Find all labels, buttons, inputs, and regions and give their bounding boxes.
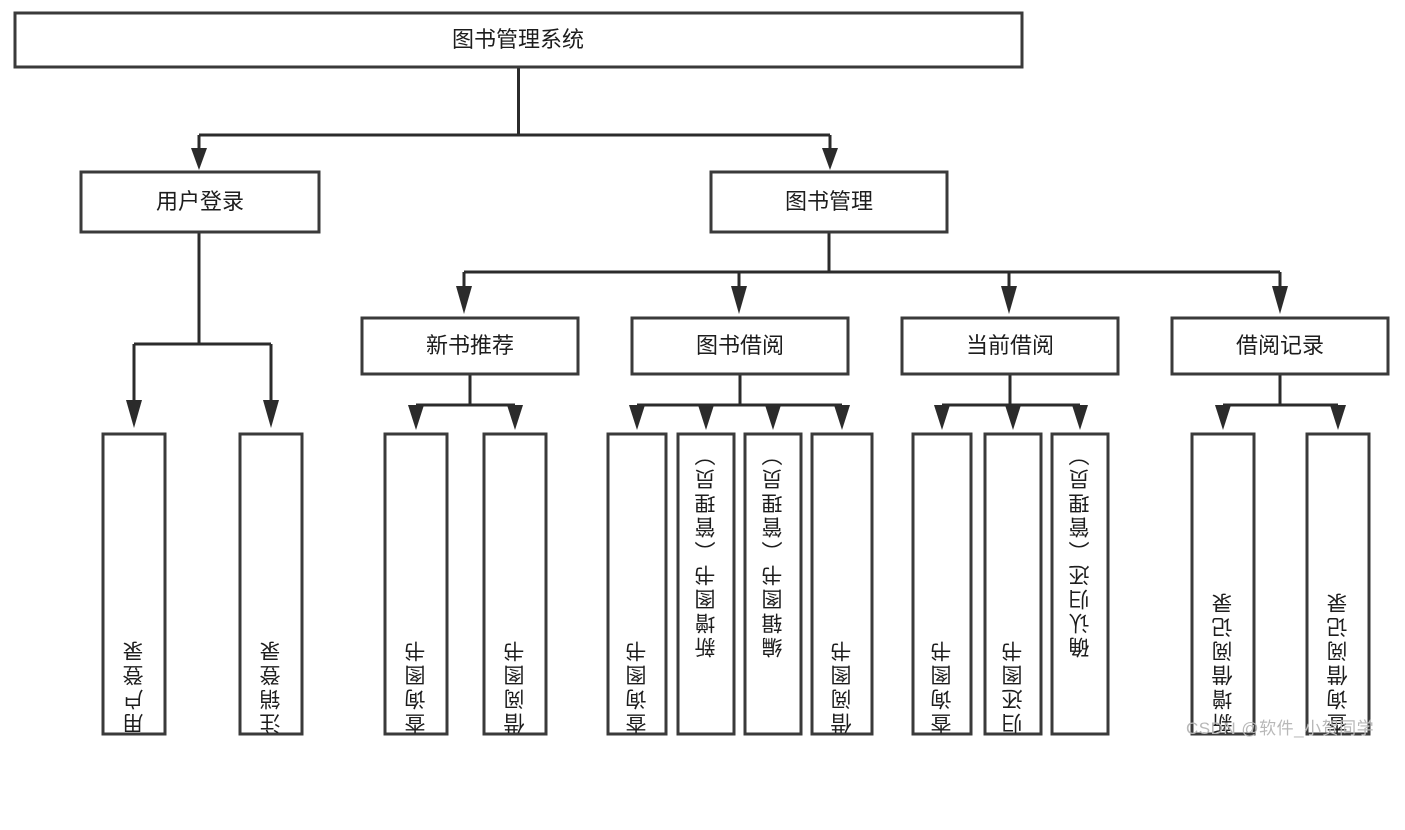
leaf-box-user-login[interactable] [101, 432, 167, 736]
connector-group-book-management [456, 232, 1288, 314]
leaf-box-query-book-2[interactable] [606, 432, 668, 736]
node-root[interactable]: 图书管理系统 [13, 11, 1024, 69]
leaf-box-logout[interactable] [238, 432, 304, 736]
arrow-head-leaf-query-record [1330, 405, 1346, 430]
leaf-box-borrow-book-1[interactable] [482, 432, 548, 736]
connector-group-user-login [126, 232, 279, 428]
leaf-box-query-record[interactable] [1305, 432, 1371, 736]
node-user-login[interactable]: 用户登录 [79, 170, 321, 234]
node-book-borrow-box [630, 316, 850, 376]
arrow-head-leaf-query-book-2 [629, 405, 645, 430]
connector-group-current-borrow [934, 374, 1088, 430]
arrow-head-leaf-query-book-1 [408, 405, 424, 430]
node-borrow-records[interactable]: 借阅记录 [1170, 316, 1390, 376]
arrow-head-current-borrow [1001, 286, 1017, 314]
node-user-login-label: 用户登录 [156, 189, 244, 214]
node-root-box [13, 11, 1024, 69]
arrow-head-user-login [191, 148, 207, 170]
node-current-borrow[interactable]: 当前借阅 [900, 316, 1120, 376]
leaf-box-confirm-return[interactable] [1050, 432, 1110, 736]
node-current-borrow-box [900, 316, 1120, 376]
leaf-box-add-record[interactable] [1190, 432, 1256, 736]
node-new-book-recommend[interactable]: 新书推荐 [360, 316, 580, 376]
node-book-management-box [709, 170, 949, 234]
connector-group-root [191, 67, 838, 170]
arrow-head-borrow-records [1272, 286, 1288, 314]
node-new-book-recommend-label: 新书推荐 [426, 333, 514, 358]
arrow-head-book-borrow [731, 286, 747, 314]
arrow-head-leaf-user-login [126, 400, 142, 428]
node-new-book-recommend-box [360, 316, 580, 376]
arrow-head-leaf-logout [263, 400, 279, 428]
node-book-management[interactable]: 图书管理 [709, 170, 949, 234]
arrow-head-leaf-add-book [698, 405, 714, 430]
connector-group-borrow-records [1215, 374, 1346, 430]
diagram-canvas: 图书管理系统 用户登录 图书管理 新书推荐 图书借阅 当前借阅 [13, 11, 1390, 738]
arrow-head-leaf-query-book-3 [934, 405, 950, 430]
node-user-login-box [79, 170, 321, 234]
arrow-head-leaf-add-record [1215, 405, 1231, 430]
node-book-management-label: 图书管理 [785, 189, 873, 214]
arrow-head-leaf-edit-book [765, 405, 781, 430]
connector-group-new-book-recommend [408, 374, 523, 430]
hierarchy-diagram: 图书管理系统 用户登录 图书管理 新书推荐 图书借阅 当前借阅 [13, 11, 1390, 736]
node-borrow-records-box [1170, 316, 1390, 376]
leaf-box-add-book[interactable] [676, 432, 736, 736]
node-borrow-records-label: 借阅记录 [1236, 333, 1324, 358]
leaf-box-borrow-book-2[interactable] [810, 432, 874, 736]
node-book-borrow-label: 图书借阅 [696, 333, 784, 358]
arrow-head-leaf-confirm-return [1072, 405, 1088, 430]
leaf-box-query-book-1[interactable] [383, 432, 449, 736]
node-book-borrow[interactable]: 图书借阅 [630, 316, 850, 376]
leaf-box-return-book[interactable] [983, 432, 1043, 736]
arrow-head-leaf-borrow-book-2 [834, 405, 850, 430]
arrow-head-new-book-recommend [456, 286, 472, 314]
node-root-label: 图书管理系统 [452, 27, 584, 52]
arrow-head-leaf-return-book [1005, 405, 1021, 430]
leaf-box-query-book-3[interactable] [911, 432, 973, 736]
leaf-box-edit-book[interactable] [743, 432, 803, 736]
arrow-head-leaf-borrow-book-1 [507, 405, 523, 430]
arrow-head-book-management [822, 148, 838, 170]
node-current-borrow-label: 当前借阅 [966, 333, 1054, 358]
connector-group-book-borrow [629, 374, 850, 430]
csdn-watermark: CSDN @软件_小贺同学 [1186, 719, 1375, 738]
